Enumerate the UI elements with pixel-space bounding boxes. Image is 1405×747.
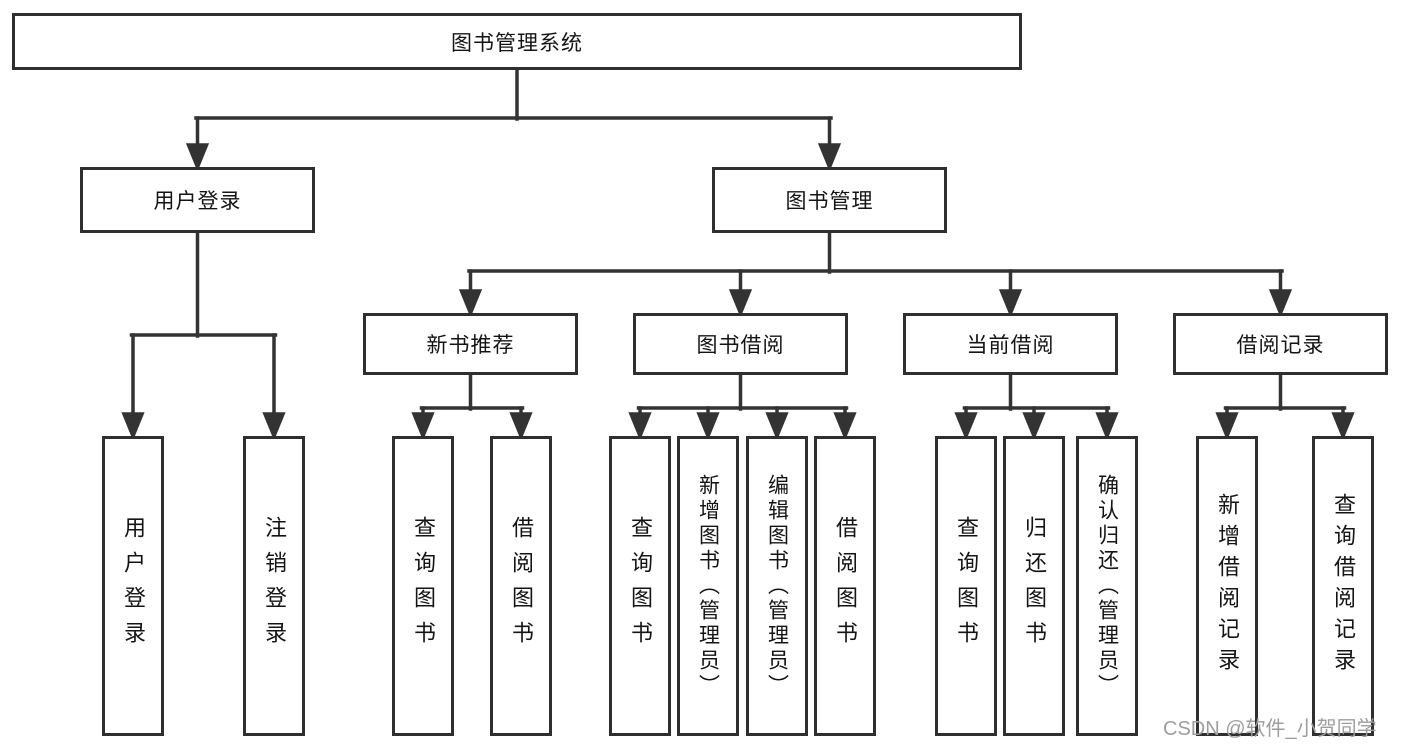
leaf-current-query-books: 查询图书: [935, 436, 997, 736]
leaf-logout-login: 注销登录: [243, 436, 305, 736]
connector-book-management: [458, 231, 1293, 318]
connector-root: [185, 68, 842, 172]
connector-current-borrow: [954, 373, 1119, 441]
leaf-confirm-return-admin: 确认归还（管理员）: [1076, 436, 1138, 736]
connector-user-login: [121, 231, 286, 441]
leaf-add-book-admin: 新增图书（管理员）: [677, 436, 739, 736]
leaf-add-borrow-record: 新增借阅记录: [1196, 436, 1258, 736]
leaf-borrow-books: 借阅图书: [814, 436, 876, 736]
connector-new-book-recommend: [411, 373, 533, 441]
watermark: CSDN @软件_小贺同学: [1163, 718, 1377, 740]
connector-book-borrow: [628, 373, 857, 441]
node-user-login: 用户登录: [80, 167, 315, 233]
leaf-recommend-query-books: 查询图书: [392, 436, 454, 736]
leaf-query-borrow-record: 查询借阅记录: [1312, 436, 1374, 736]
node-current-borrow: 当前借阅: [903, 313, 1118, 375]
node-book-borrow: 图书借阅: [633, 313, 848, 375]
node-new-book-recommend: 新书推荐: [363, 313, 578, 375]
leaf-return-books: 归还图书: [1003, 436, 1065, 736]
leaf-edit-book-admin: 编辑图书（管理员）: [746, 436, 808, 736]
node-book-management: 图书管理: [712, 167, 947, 233]
connector-borrow-records: [1215, 373, 1355, 441]
leaf-recommend-borrow-books: 借阅图书: [490, 436, 552, 736]
leaf-borrow-query-books: 查询图书: [609, 436, 671, 736]
node-library-system-root: 图书管理系统: [12, 13, 1022, 70]
leaf-user-login: 用户登录: [102, 436, 164, 736]
node-borrow-records: 借阅记录: [1173, 313, 1388, 375]
